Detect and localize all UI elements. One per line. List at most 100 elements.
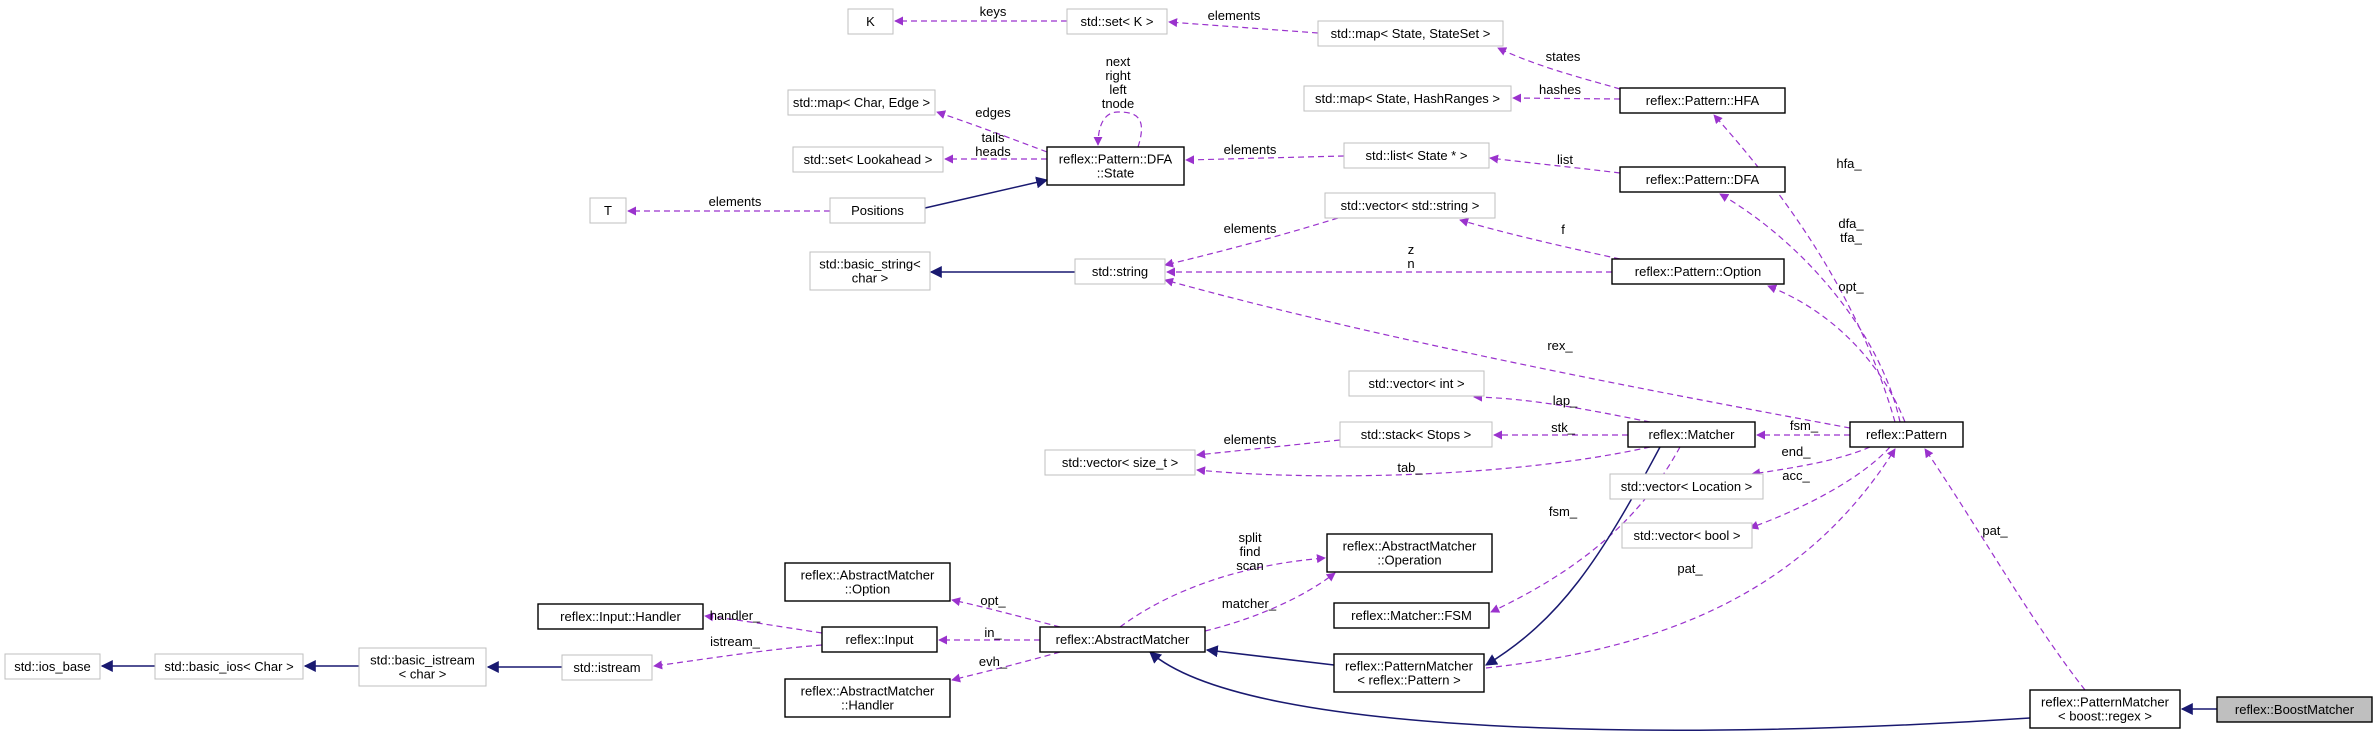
node-label: reflex::PatternMatcher [1345,659,1474,674]
node-label: std::istream [573,660,640,675]
node-label: reflex::Matcher [1649,427,1736,442]
node-box [2216,696,2373,723]
usage-arrow-pattern-to-option [1767,284,1906,423]
node-box [1333,653,1485,693]
node-box [1303,85,1512,112]
class-node-pm-pattern[interactable]: reflex::PatternMatcher< reflex::Pattern … [1333,653,1485,693]
node-box [537,603,704,630]
edge-label-hfa-hashes: hashes [1539,82,1581,97]
class-node-option[interactable]: reflex::Pattern::Option [1611,258,1785,285]
usage-arrow-abstract_matcher-to-am_handler [951,651,1061,683]
class-node-dfa[interactable]: reflex::Pattern::DFA [1619,166,1786,193]
usage-arrow-option-to-vec_string [1459,218,1621,260]
usage-arrow-dfa-to-list_state [1489,154,1621,174]
class-node-am-option[interactable]: reflex::AbstractMatcher::Option [784,562,951,602]
edge-label-opt-f: f [1561,222,1565,237]
class-node-boost-matcher[interactable]: reflex::BoostMatcher [2216,696,2373,723]
node-box [1066,8,1168,35]
node-box [561,654,653,681]
usage-arrow-matcher-to-vec_size_t [1196,446,1651,477]
edge-label-m-fsm: fsm_ [1549,504,1578,519]
node-label: reflex::AbstractMatcher [1056,632,1190,647]
node-label: char > [852,271,889,286]
node-box [1621,522,1753,549]
usage-arrow-stack_stops-to-vec_size_t [1196,439,1341,459]
usage-arrow-vec_string-to-string [1164,217,1339,268]
edge-label-pat-rex: rex_ [1547,338,1573,353]
class-node-vec-bool: std::vector< bool > [1621,522,1753,549]
class-node-vec-int: std::vector< int > [1348,370,1485,397]
inheritance-arrow-pm_pattern-to-abstract_matcher [1205,645,1335,666]
node-box [358,647,487,687]
edge-label-set-K: keys [980,4,1007,19]
node-label: K [866,14,875,29]
class-node-ios-base: std::ios_base [4,653,101,680]
class-node-vec-string: std::vector< std::string > [1324,192,1496,219]
edge-label-stack-elem: elements [1224,432,1277,447]
edge-label-pat-acc: acc_ [1782,468,1810,483]
node-label: reflex::Pattern::HFA [1646,93,1760,108]
usage-arrow-pattern-to-vec_location [1751,446,1871,478]
edge-label-pat-fsm: fsm_ [1790,418,1819,433]
node-label: std::map< State, HashRanges > [1315,91,1500,106]
edge-label-dfa-list: list [1557,152,1573,167]
node-box [787,89,936,116]
node-label: reflex::Input::Handler [560,609,681,624]
usage-arrow-abstract_matcher-to-am_operation [1119,554,1326,628]
class-node-hfa[interactable]: reflex::Pattern::HFA [1619,87,1786,114]
edge-label-pat-hfa: hfa_ [1836,156,1862,171]
node-box [1044,449,1196,476]
node-box [589,197,627,224]
edge-label-hfa-states: states [1546,49,1581,64]
class-node-matcher-fsm[interactable]: reflex::Matcher::FSM [1333,602,1490,629]
class-node-positions: Positions [829,197,926,224]
class-node-set-K: std::set< K > [1066,8,1168,35]
node-label: reflex::Pattern [1866,427,1947,442]
node-box [1348,370,1485,397]
class-node-basic-ios: std::basic_ios< Char > [154,653,304,680]
class-node-am-operation[interactable]: reflex::AbstractMatcher::Operation [1326,533,1493,573]
class-node-input[interactable]: reflex::Input [821,626,938,653]
class-node-pattern[interactable]: reflex::Pattern [1849,421,1964,448]
class-node-matcher[interactable]: reflex::Matcher [1627,421,1756,448]
usage-arrow-dfa_state-to-map_char_edge [936,110,1048,153]
class-node-vec-size-t: std::vector< size_t > [1044,449,1196,476]
node-box [1039,626,1206,653]
edge-label-am-in: in_ [984,625,1002,640]
usage-arrow-input-to-istream [653,644,823,670]
node-box [1849,421,1964,448]
class-node-abstract-matcher[interactable]: reflex::AbstractMatcher [1039,626,1206,653]
edge-label-pat-opt: opt_ [1838,279,1864,294]
usage-arrow-abstract_matcher-to-am_option [951,597,1061,628]
node-box [154,653,304,680]
node-label: Positions [851,203,904,218]
node-box [1324,192,1496,219]
node-box [784,678,951,718]
node-label: ::Handler [841,698,894,713]
node-label: reflex::BoostMatcher [2235,702,2355,717]
usage-arrow-dfa_state-to-dfa_state [1093,111,1143,148]
class-node-dfa-state[interactable]: reflex::Pattern::DFA::State [1046,146,1185,186]
edge-label-in-handler: handler_ [710,608,761,623]
edge-label-am-matcher: matcher_ [1222,596,1277,611]
edge-label-m-stk: stk_ [1551,420,1576,435]
edges-layer [100,16,2217,731]
node-label: std::basic_string< [819,257,921,272]
node-label: std::map< Char, Edge > [793,95,930,110]
class-node-pm-boost[interactable]: reflex::PatternMatcher< boost::regex > [2029,689,2181,729]
class-node-am-handler[interactable]: reflex::AbstractMatcher::Handler [784,678,951,718]
inheritance-arrow-pm_boost-to-abstract_matcher [1149,651,2031,731]
usage-arrow-pattern-to-string [1164,277,1851,429]
edge-label-pat-dfa: dfa_tfa_ [1838,216,1864,245]
class-node-input-handler[interactable]: reflex::Input::Handler [537,603,704,630]
usage-arrow-pm_pattern-to-pattern [1485,448,1896,669]
inheritance-arrow-positions-to-dfa_state [924,176,1049,209]
edge-label-map-set: elements [1208,8,1261,23]
node-label: reflex::Pattern::DFA [1059,152,1173,167]
class-node-vec-location: std::vector< Location > [1609,473,1764,500]
